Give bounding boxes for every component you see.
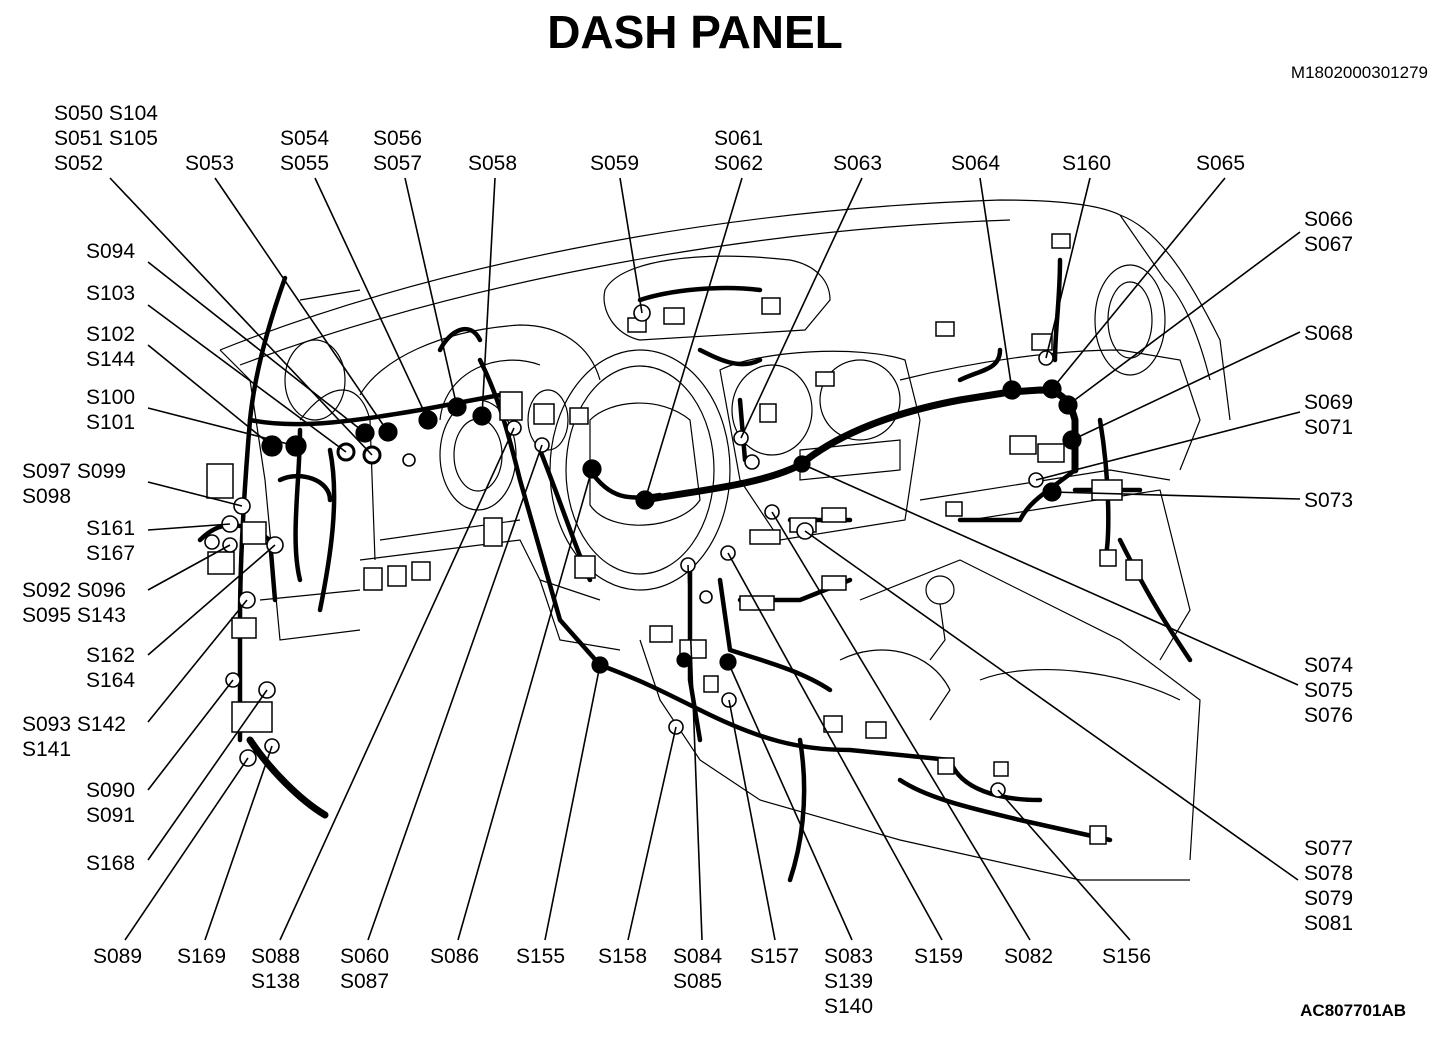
label-s063: S063 bbox=[833, 152, 882, 175]
connectors bbox=[206, 233, 1143, 845]
label-s156: S156 bbox=[1102, 945, 1151, 968]
leader-lines bbox=[109, 177, 1301, 941]
splice-points bbox=[204, 304, 1082, 798]
label-s058: S058 bbox=[468, 152, 517, 175]
label-s157: S157 bbox=[750, 945, 799, 968]
label-s169: S169 bbox=[177, 945, 226, 968]
label-s155: S155 bbox=[516, 945, 565, 968]
dashboard-outline bbox=[219, 199, 1231, 881]
label-s065: S065 bbox=[1196, 152, 1245, 175]
label-s089: S089 bbox=[93, 945, 142, 968]
label-s064: S064 bbox=[951, 152, 1000, 175]
label-s086: S086 bbox=[430, 945, 479, 968]
label-s168: S168 bbox=[86, 852, 135, 875]
label-s159: S159 bbox=[914, 945, 963, 968]
label-s059: S059 bbox=[590, 152, 639, 175]
figure-reference: AC807701AB bbox=[1300, 1001, 1406, 1020]
document-code: M1802000301279 bbox=[1291, 63, 1428, 82]
label-s073: S073 bbox=[1304, 489, 1353, 512]
label-s053: S053 bbox=[185, 152, 234, 175]
label-s103: S103 bbox=[86, 282, 135, 305]
label-s082: S082 bbox=[1004, 945, 1053, 968]
label-s068: S068 bbox=[1304, 322, 1353, 345]
label-s094: S094 bbox=[86, 240, 135, 263]
label-s158: S158 bbox=[598, 945, 647, 968]
label-s160: S160 bbox=[1062, 152, 1111, 175]
diagram-title: DASH PANEL bbox=[547, 6, 843, 58]
